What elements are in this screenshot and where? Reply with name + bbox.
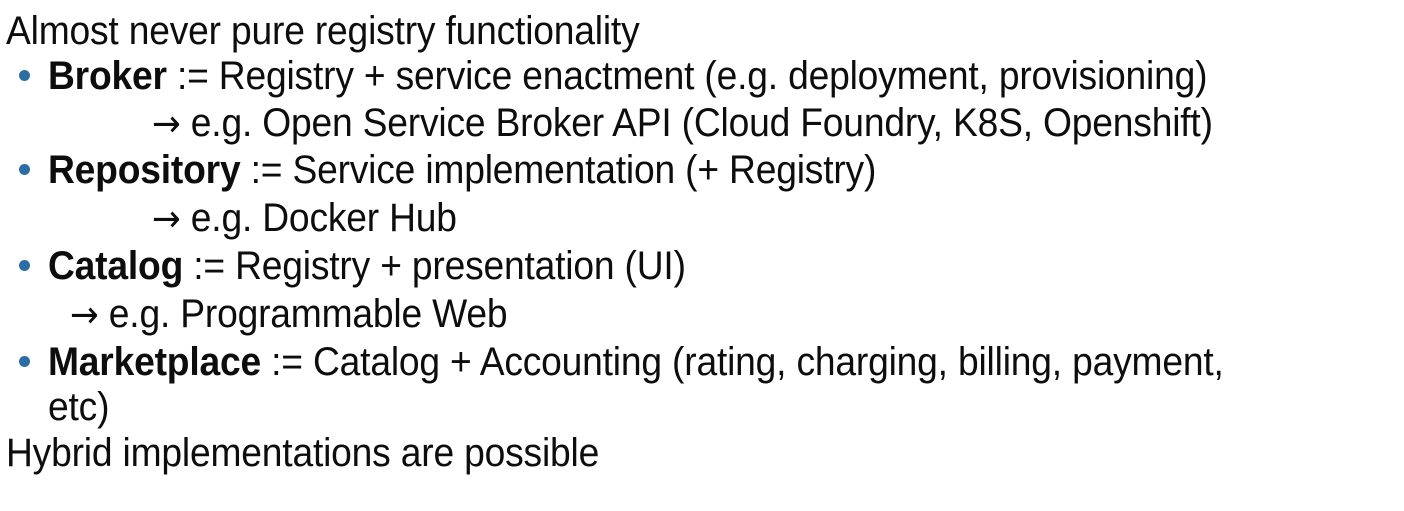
bullet-marker-broker [19, 70, 30, 81]
bullet-item-catalog: Catalog := Registry + presentation (UI) [48, 244, 686, 288]
bullet-definition-repository: := Service implementation (+ Registry) [240, 148, 877, 192]
bullet-item-marketplace: Marketplace := Catalog + Accounting (rat… [48, 340, 1224, 384]
right-arrow-icon: → [152, 197, 181, 240]
bullet-item-repository: Repository := Service implementation (+ … [48, 148, 876, 192]
bullet-marker-catalog [19, 260, 30, 271]
bullet-term-catalog: Catalog [48, 244, 184, 288]
bullet-example-repository: → e.g. Docker Hub [152, 196, 457, 241]
bullet-definition-catalog: := Registry + presentation (UI) [183, 244, 686, 288]
bullet-term-marketplace: Marketplace [48, 340, 261, 384]
bullet-marker-repository [19, 164, 30, 175]
closing-text: Hybrid implementations are possible [6, 431, 600, 475]
intro-text: Almost never pure registry functionality [6, 9, 640, 53]
bullet-definition-marketplace: := Catalog + Accounting (rating, chargin… [260, 340, 1224, 384]
right-arrow-icon: → [70, 293, 99, 336]
bullet-definition-broker: := Registry + service enactment (e.g. de… [166, 54, 1208, 98]
bullet-example-catalog: → e.g. Programmable Web [70, 292, 508, 337]
bullet-term-broker: Broker [48, 54, 167, 98]
bullet-definition-marketplace-wrap: etc) [48, 385, 110, 429]
bullet-term-repository: Repository [48, 148, 241, 192]
bullet-example-text-repository: e.g. Docker Hub [180, 196, 457, 240]
bullet-marker-marketplace [19, 356, 30, 367]
bullet-example-text-broker: e.g. Open Service Broker API (Cloud Foun… [180, 101, 1213, 145]
right-arrow-icon: → [152, 102, 181, 145]
bullet-item-broker: Broker := Registry + service enactment (… [48, 54, 1208, 98]
bullet-example-text-catalog: e.g. Programmable Web [98, 292, 508, 336]
bullet-example-broker: → e.g. Open Service Broker API (Cloud Fo… [152, 101, 1213, 146]
